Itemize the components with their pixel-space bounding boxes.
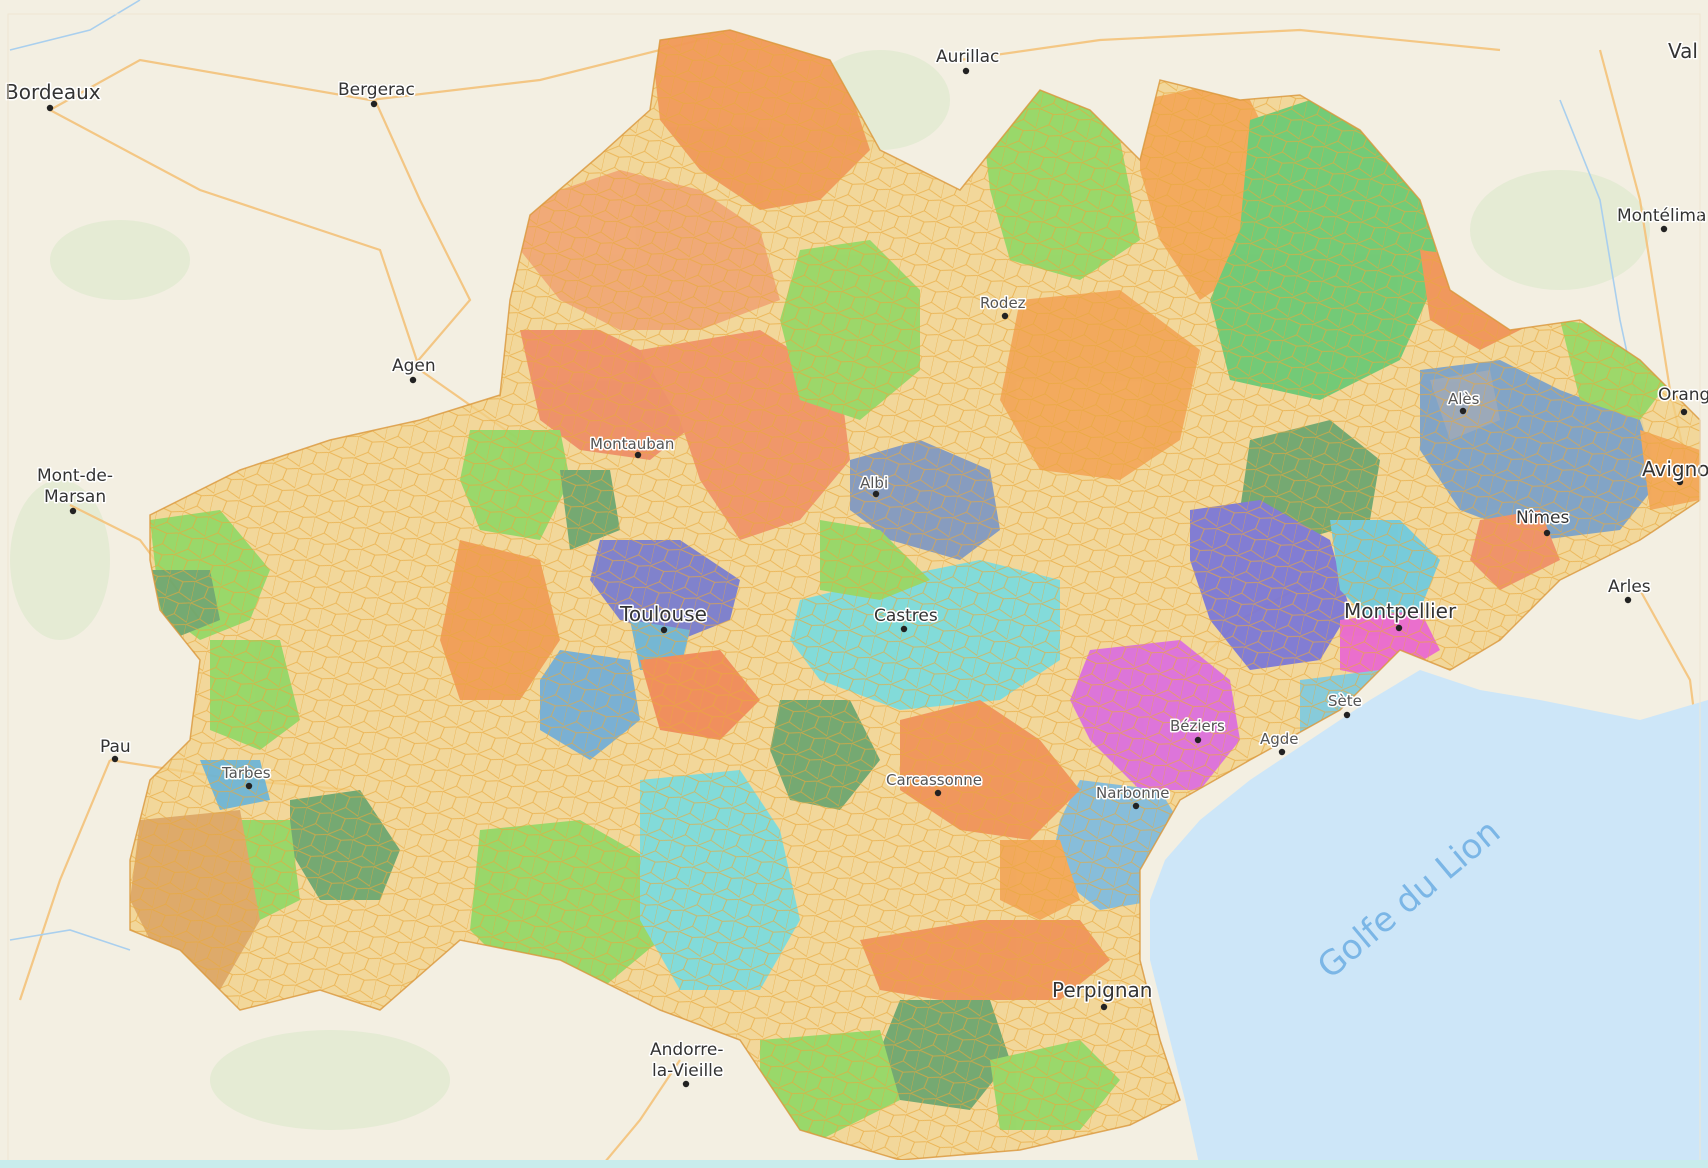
city-label-montpellier: Montpellier [1344,599,1457,623]
city-dot-montelimar [1660,225,1668,233]
city-dot-perpignan [1100,1003,1108,1011]
city-label-perpignan: Perpignan [1052,978,1152,1002]
city-dot-montauban [634,451,642,459]
city-label-ales: Alès [1448,390,1480,408]
bottom-bar [0,1160,1708,1168]
city-dot-aurillac [962,67,970,75]
city-label-sete: Sète [1328,692,1362,710]
city-label-agde: Agde [1260,730,1299,748]
city-dot-arles [1624,596,1632,604]
city-label-montauban: Montauban [590,435,674,453]
city-label-pau: Pau [100,737,131,757]
city-label-montelimar: Montélima [1617,206,1706,226]
city-dot-avignon [1676,478,1684,486]
city-label-narbonne: Narbonne [1096,784,1170,802]
city-dot-andorre [682,1080,690,1088]
road-network [18,28,1702,1168]
city-dot-montpellier [1395,624,1403,632]
city-label-rodez: Rodez [980,294,1026,312]
city-dot-sete [1343,711,1351,719]
city-label-bergerac: Bergerac [338,80,415,100]
city-dot-agen [409,376,417,384]
city-label-albi: Albi [860,474,888,492]
city-dot-albi [872,490,880,498]
city-dot-carcassonne [934,789,942,797]
city-dot-mont-de-marsan [69,507,77,515]
city-label-tarbes: Tarbes [221,764,271,782]
city-dot-agde [1278,748,1286,756]
city-label-castres: Castres [874,606,938,626]
city-dot-pau [111,755,119,763]
city-dot-orange [1680,408,1688,416]
city-dot-beziers [1194,736,1202,744]
city-label-avignon: Avigno [1642,457,1708,481]
city-label-mont-de-marsan-line2: Marsan [44,487,106,507]
city-label-arles: Arles [1608,577,1651,597]
city-dot-narbonne [1132,802,1140,810]
land-forest-areas [10,50,1650,1130]
city-label-toulouse: Toulouse [619,602,707,626]
city-label-mont-de-marsan-line1: Mont-de- [37,466,113,486]
city-label-orange: Orang [1658,385,1708,405]
city-label-andorre-line1: Andorre- [650,1040,724,1060]
city-label-aurillac: Aurillac [936,47,999,67]
city-dot-nimes [1543,529,1551,537]
city-dot-ales [1459,407,1467,415]
city-markers [46,67,1688,1088]
city-dot-castres [900,625,908,633]
city-dot-bordeaux [46,104,54,112]
city-label-andorre-line2: la-Vieille [652,1061,723,1081]
city-label-beziers: Béziers [1170,717,1225,735]
city-dot-tarbes [245,782,253,790]
city-label-nimes: Nîmes [1516,508,1569,528]
region-outline [129,29,1701,1161]
sea [1150,670,1708,1168]
city-dot-toulouse [660,626,668,634]
city-dot-bergerac [370,100,378,108]
city-label-agen: Agen [392,356,436,376]
city-label-carcassonne: Carcassonne [886,771,982,789]
city-labels: Bordeaux Bergerac Aurillac Val Montélima… [4,38,1708,1083]
city-label-bordeaux: Bordeaux [5,80,101,104]
city-dot-rodez [1001,312,1009,320]
city-label-val: Val [1668,39,1698,63]
